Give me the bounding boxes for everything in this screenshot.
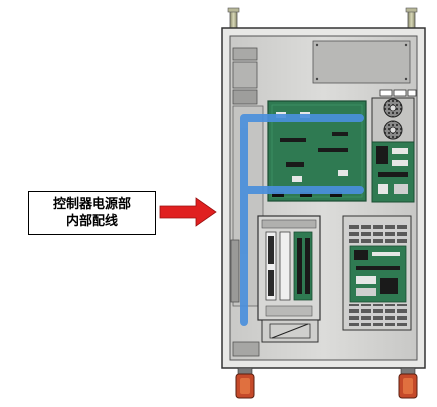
callout-line-1: 控制器电源部 — [52, 197, 131, 212]
red-arrow-icon — [159, 197, 217, 227]
caster-wheel-icon — [398, 367, 418, 399]
left-mount-bracket — [232, 47, 258, 105]
fan-unit — [371, 97, 415, 143]
left-side-rail — [230, 239, 240, 303]
power-supply-board — [371, 141, 415, 203]
callout-line-2: 内部配线 — [65, 214, 118, 229]
internal-wiring-highlight — [240, 114, 364, 326]
transformer-box — [261, 319, 319, 343]
caster-wheel-icon — [235, 367, 255, 399]
callout-label: 控制器电源部 内部配线 — [28, 191, 156, 235]
power-supply-unit — [342, 215, 412, 331]
bottom-left-bracket — [232, 341, 260, 357]
lifting-bolt-right — [405, 7, 418, 31]
top-cover-plate — [312, 40, 411, 84]
terminal-strip — [379, 89, 417, 97]
lifting-bolt-left — [227, 7, 240, 31]
servo-amplifier-module — [257, 215, 321, 321]
